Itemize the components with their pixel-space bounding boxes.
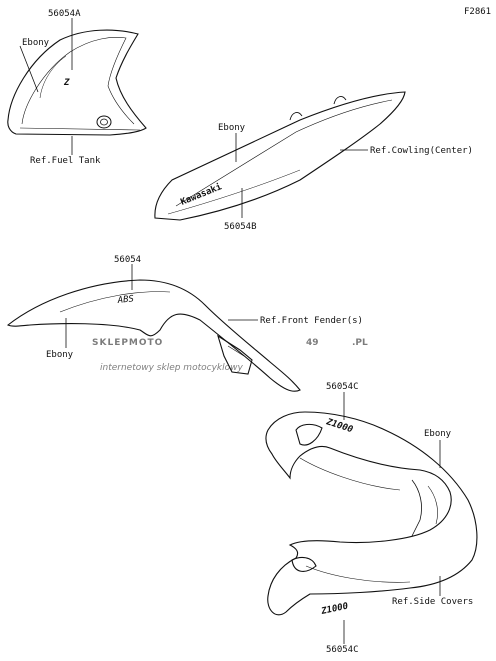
tank-z-logo: Z [63, 78, 70, 88]
watermark-brand-3: .PL [352, 338, 368, 348]
label-ebony-tank: Ebony [22, 38, 50, 48]
cowling-kawasaki-logo: Kawasaki [179, 181, 224, 208]
part-number-56054c-bottom: 56054C [326, 645, 359, 655]
diagram-code: F2861 [464, 7, 491, 17]
fender-abs-logo: ABS [116, 294, 135, 306]
watermark-tagline: internetowy sklep motocyklowy [100, 363, 243, 373]
front-fender-decal[interactable]: ABS [6, 279, 301, 392]
label-ebony-cowling: Ebony [218, 123, 246, 133]
part-number-56054c-top: 56054C [326, 382, 359, 392]
watermark: SKLEPMOTO 49 .PL internetowy sklep motoc… [92, 338, 368, 373]
ref-cowling-center: Ref.Cowling(Center) [370, 146, 473, 156]
label-ebony-covers: Ebony [424, 429, 452, 439]
part-number-56054: 56054 [114, 255, 141, 265]
side-covers-decal[interactable]: Z1000 Z1000 [265, 411, 478, 617]
part-number-56054b: 56054B [224, 222, 257, 232]
ref-fuel-tank: Ref.Fuel Tank [30, 156, 101, 166]
watermark-brand-1: SKLEPMOTO [92, 338, 163, 348]
watermark-brand-2: 49 [306, 338, 319, 348]
ref-front-fender: Ref.Front Fender(s) [260, 316, 363, 326]
cover-z1000-logo-top: Z1000 [324, 417, 354, 435]
label-ebony-fender: Ebony [46, 350, 74, 360]
part-number-56054a: 56054A [48, 9, 81, 19]
fuel-tank-decal[interactable]: Z [7, 29, 147, 136]
ref-side-covers: Ref.Side Covers [392, 597, 473, 607]
cowling-center-decal[interactable]: Kawasaki [154, 91, 406, 221]
cover-z1000-logo-bottom: Z1000 [320, 601, 350, 617]
